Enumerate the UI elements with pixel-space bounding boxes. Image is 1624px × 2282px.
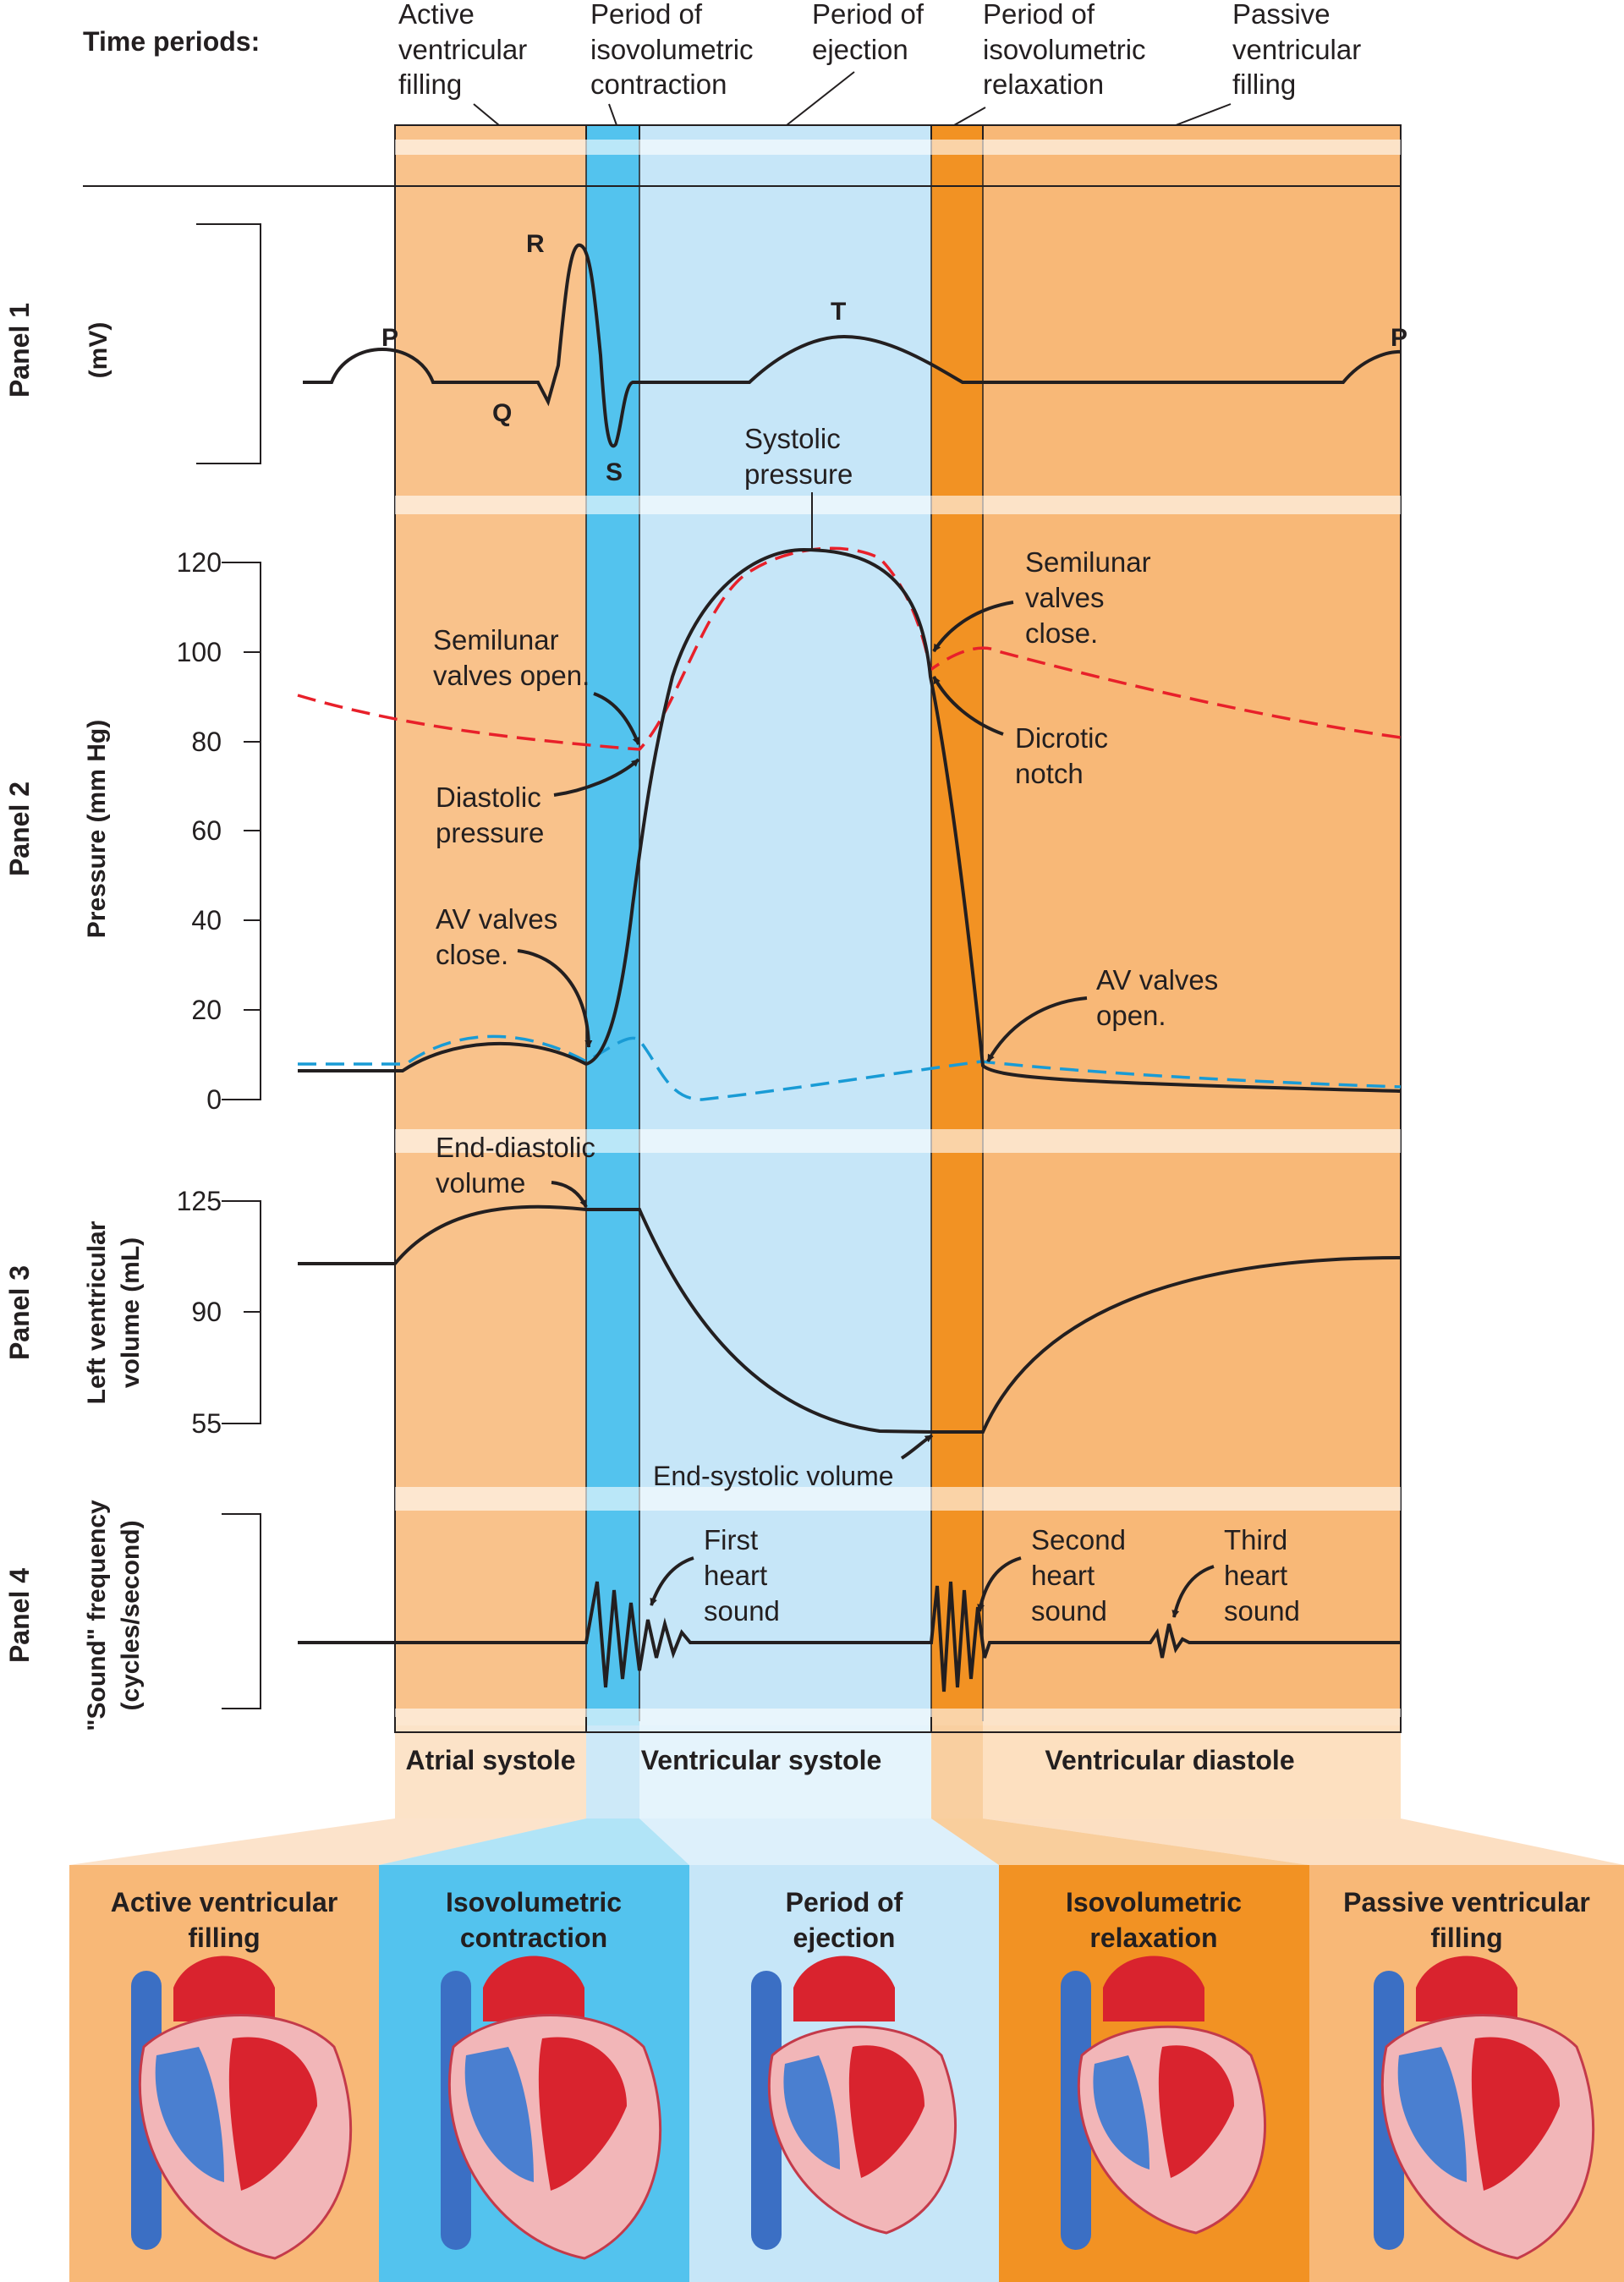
time-period-header: Time periods: Active ventricular filling… bbox=[83, 0, 1402, 140]
panel3-label: Panel 3 bbox=[4, 1265, 35, 1360]
panel1-ecg: R P Q S T P bbox=[196, 223, 1407, 486]
label-iso-contraction: Period of isovolumetric contraction bbox=[590, 0, 761, 100]
panel-labels: Panel 1 (mV) Panel 2 Pressure (mm Hg) Pa… bbox=[4, 303, 145, 1731]
volume-tick-90: 90 bbox=[191, 1297, 222, 1327]
ann-first-heart-sound: First heart sound bbox=[704, 1524, 780, 1626]
panel1-axis-label: (mV) bbox=[85, 322, 112, 379]
label-passive-filling: Passive ventricular filling bbox=[1232, 0, 1369, 100]
wave-s: S bbox=[606, 458, 623, 486]
pressure-tick-60: 60 bbox=[191, 815, 222, 846]
pressure-tick-0: 0 bbox=[206, 1084, 222, 1115]
heart-sound-trace bbox=[298, 1581, 1401, 1692]
heart-illustration-2 bbox=[441, 1956, 662, 2260]
panel4-sounds: First heart sound Second heart sound Thi… bbox=[222, 1513, 1401, 1709]
label-ejection: Period of ejection bbox=[812, 0, 931, 65]
ann-av-close: AV valves close. bbox=[436, 903, 565, 970]
ann-end-systolic: End-systolic volume bbox=[653, 1461, 894, 1491]
wave-q: Q bbox=[492, 399, 512, 427]
ann-second-heart-sound: Second heart sound bbox=[1031, 1524, 1133, 1626]
ann-systolic-pressure: Systolic pressure bbox=[744, 423, 853, 490]
phase-labels: Atrial systole Ventricular systole Ventr… bbox=[394, 1717, 1402, 1818]
panel2-pressure: 120 100 80 60 40 20 0 Systolic pressure … bbox=[177, 423, 1402, 1115]
ventricular-volume-curve bbox=[298, 1204, 1402, 1434]
ann-third-heart-sound: Third heart sound bbox=[1224, 1524, 1300, 1626]
column-active-filling bbox=[395, 125, 586, 1751]
panel4-axis-label-1: "Sound" frequency bbox=[83, 1500, 111, 1731]
pressure-tick-20: 20 bbox=[191, 995, 222, 1025]
aortic-pressure-curve bbox=[297, 546, 1402, 751]
label-active-filling: Active ventricular filling bbox=[398, 0, 535, 100]
period-columns bbox=[394, 125, 1402, 1751]
phase-ventricular-systole: Ventricular systole bbox=[641, 1745, 882, 1775]
wave-p1: P bbox=[381, 324, 398, 352]
wave-t: T bbox=[831, 298, 846, 326]
time-periods-heading: Time periods: bbox=[83, 26, 260, 57]
phase-ventricular-diastole: Ventricular diastole bbox=[1045, 1745, 1294, 1775]
column-ejection bbox=[639, 125, 931, 1751]
ann-semilunar-close: Semilunar valves close. bbox=[1025, 546, 1159, 649]
wave-p2: P bbox=[1391, 324, 1407, 352]
ecg-trace bbox=[303, 243, 1402, 448]
heart-illustration-4 bbox=[1061, 1956, 1266, 2250]
phase-atrial-systole: Atrial systole bbox=[406, 1745, 576, 1775]
ann-diastolic-pressure: Diastolic pressure bbox=[436, 782, 549, 848]
column-passive-filling bbox=[983, 125, 1401, 1751]
ann-dicrotic-notch: Dicrotic notch bbox=[1015, 722, 1116, 789]
panel2-axis-label: Pressure (mm Hg) bbox=[83, 720, 111, 938]
column-iso-relaxation bbox=[931, 125, 983, 1751]
label-iso-relaxation: Period of isovolumetric relaxation bbox=[983, 0, 1154, 100]
heart-illustration-1 bbox=[131, 1956, 353, 2260]
atrial-pressure-curve bbox=[298, 1034, 1402, 1101]
panel2-label: Panel 2 bbox=[4, 782, 35, 876]
volume-tick-55: 55 bbox=[191, 1408, 222, 1439]
ventricular-pressure-curve bbox=[298, 547, 1402, 1093]
panel4-axis-label-2: (cycles/second) bbox=[117, 1520, 145, 1710]
ann-av-open: AV valves open. bbox=[1096, 964, 1226, 1031]
pressure-tick-80: 80 bbox=[191, 727, 222, 757]
heart-illustration-3 bbox=[751, 1956, 957, 2250]
heart-illustration-5 bbox=[1374, 1956, 1595, 2260]
funnels bbox=[69, 1818, 1624, 1865]
panel1-label: Panel 1 bbox=[4, 303, 35, 398]
ann-end-diastolic: End-diastolic volume bbox=[436, 1132, 603, 1199]
pressure-tick-100: 100 bbox=[177, 637, 222, 667]
pressure-tick-120: 120 bbox=[177, 547, 222, 578]
volume-tick-125: 125 bbox=[177, 1186, 222, 1216]
panel4-label: Panel 4 bbox=[4, 1568, 35, 1663]
pressure-tick-40: 40 bbox=[191, 905, 222, 935]
column-iso-contraction bbox=[586, 125, 639, 1751]
wave-r: R bbox=[526, 230, 545, 258]
panel3-axis-label-2: volume (mL) bbox=[117, 1237, 145, 1388]
ann-semilunar-open: Semilunar valves open. bbox=[433, 624, 590, 691]
panel3-axis-label-1: Left ventricular bbox=[83, 1221, 111, 1404]
panel3-volume: 125 90 55 End-diastolic volume End-systo… bbox=[177, 1132, 1402, 1491]
